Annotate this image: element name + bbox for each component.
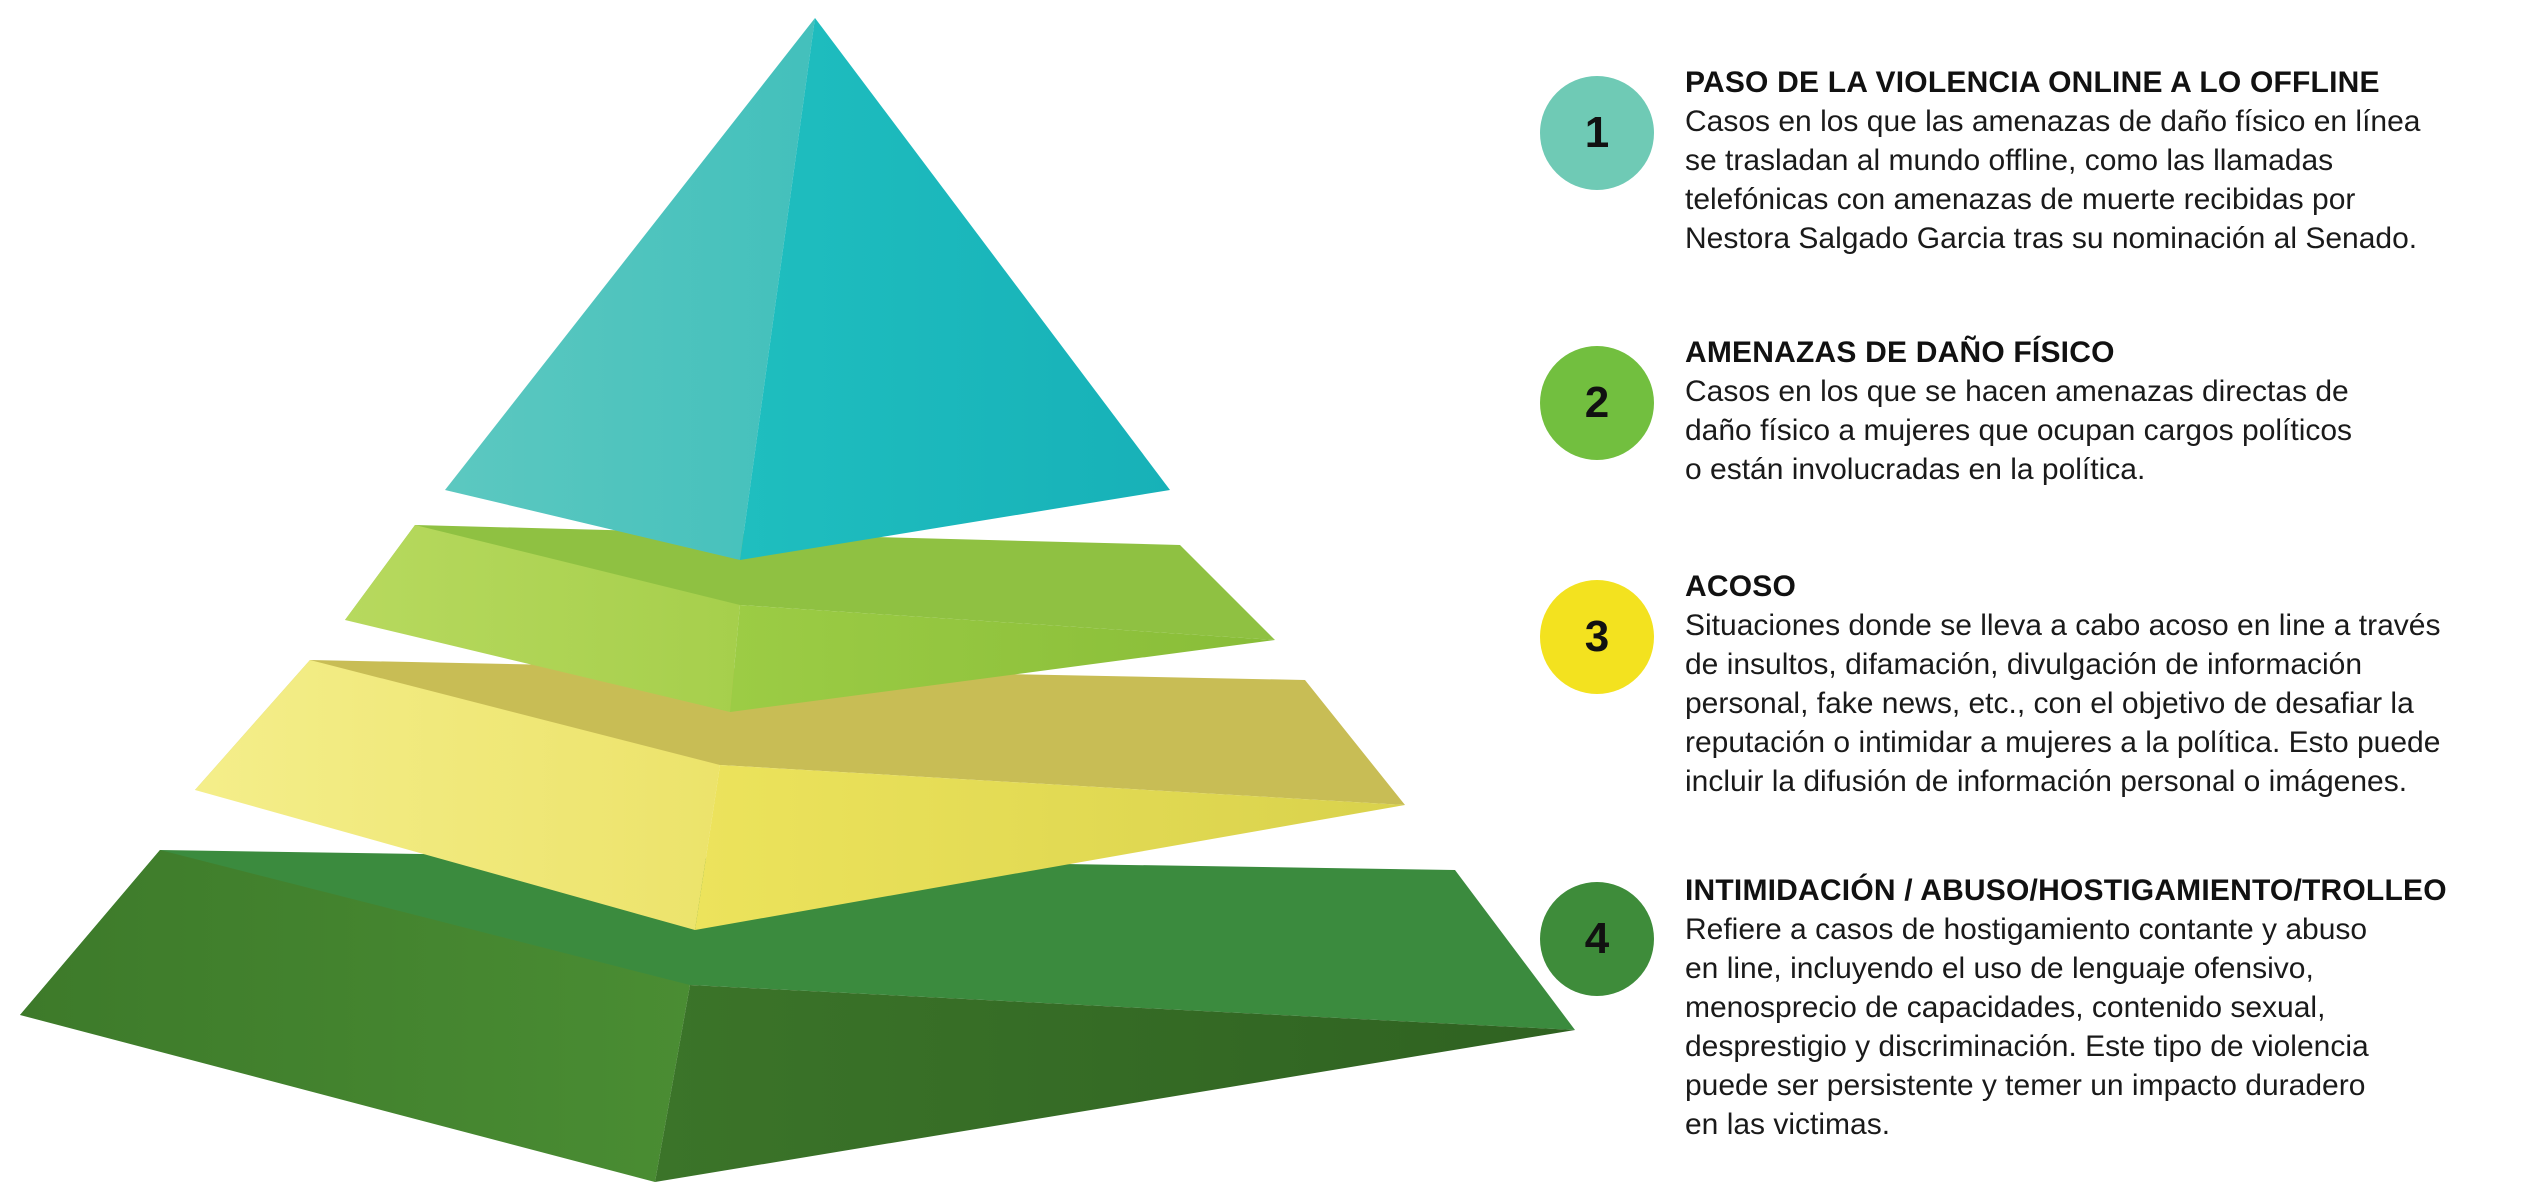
level-4-left-face bbox=[20, 850, 690, 1182]
level-1-line: Nestora Salgado Garcia tras su nominació… bbox=[1685, 222, 2418, 255]
pyramid-level-3 bbox=[195, 660, 1405, 930]
pyramid-level-4 bbox=[20, 850, 1575, 1182]
level-4-line: en las victimas. bbox=[1685, 1108, 1891, 1141]
level-1-line: se trasladan al mundo offline, como las … bbox=[1685, 144, 2334, 177]
level-2-title: AMENAZAS DE DAÑO FÍSICO bbox=[1685, 336, 2115, 369]
level-4-line: menosprecio de capacidades, contenido se… bbox=[1685, 991, 2326, 1024]
pyramid-level-1 bbox=[445, 18, 1170, 560]
level-2-item: 2 AMENAZAS DE DAÑO FÍSICO Casos en los q… bbox=[1540, 334, 2510, 489]
level-4-badge: 4 bbox=[1540, 882, 1654, 996]
level-1-right-face bbox=[740, 18, 1170, 560]
level-3-right-face bbox=[695, 765, 1405, 930]
level-2-number: 2 bbox=[1584, 378, 1610, 427]
level-3-line: reputación o intimidar a mujeres a la po… bbox=[1685, 726, 2441, 759]
level-2-line: daño físico a mujeres que ocupan cargos … bbox=[1685, 414, 2353, 447]
level-2-description: Casos en los que se hacen amenazas direc… bbox=[1685, 372, 2510, 489]
level-3-line: Situaciones donde se lleva a cabo acoso … bbox=[1685, 609, 2441, 642]
level-3-item: 3 ACOSO Situaciones donde se lleva a cab… bbox=[1540, 568, 2510, 801]
level-1-title: PASO DE LA VIOLENCIA ONLINE A LO OFFLINE bbox=[1685, 66, 2380, 99]
level-1-badge: 1 bbox=[1540, 76, 1654, 190]
level-3-line: personal, fake news, etc., con el objeti… bbox=[1685, 687, 2414, 720]
level-1-description: Casos en los que las amenazas de daño fí… bbox=[1685, 102, 2510, 258]
level-4-description: Refiere a casos de hostigamiento contant… bbox=[1685, 910, 2510, 1144]
level-4-line: puede ser persistente y temer un impacto… bbox=[1685, 1069, 2366, 1102]
pyramid-level-2 bbox=[345, 525, 1275, 712]
level-2-badge: 2 bbox=[1540, 346, 1654, 460]
level-1-left-face bbox=[445, 18, 815, 560]
level-3-badge: 3 bbox=[1540, 580, 1654, 694]
level-1-line: telefónicas con amenazas de muerte recib… bbox=[1685, 183, 2356, 216]
level-1-item: 1 PASO DE LA VIOLENCIA ONLINE A LO OFFLI… bbox=[1540, 64, 2510, 258]
level-3-title: ACOSO bbox=[1685, 570, 1797, 603]
level-4-number: 4 bbox=[1584, 914, 1610, 963]
level-4-right-face bbox=[655, 985, 1575, 1182]
level-2-left-face bbox=[345, 525, 740, 712]
pyramid-diagram bbox=[20, 18, 1575, 1182]
level-4-line: desprestigio y discriminación. Este tipo… bbox=[1685, 1030, 2369, 1063]
level-1-line: Casos en los que las amenazas de daño fí… bbox=[1685, 105, 2421, 138]
level-3-line: de insultos, difamación, divulgación de … bbox=[1685, 648, 2363, 681]
level-1-number: 1 bbox=[1584, 108, 1610, 157]
level-4-line: Refiere a casos de hostigamiento contant… bbox=[1685, 913, 2368, 946]
level-3-number: 3 bbox=[1584, 612, 1610, 661]
level-3-left-face bbox=[195, 660, 720, 930]
level-4-item: 4 INTIMIDACIÓN / ABUSO/HOSTIGAMIENTO/TRO… bbox=[1540, 872, 2510, 1144]
level-2-line: o están involucradas en la política. bbox=[1685, 453, 2146, 486]
level-4-title: INTIMIDACIÓN / ABUSO/HOSTIGAMIENTO/TROLL… bbox=[1685, 874, 2447, 907]
level-3-description: Situaciones donde se lleva a cabo acoso … bbox=[1685, 606, 2510, 801]
level-2-right-face bbox=[730, 605, 1275, 712]
level-3-line: incluir la difusión de información perso… bbox=[1685, 765, 2408, 798]
level-2-top-face bbox=[345, 525, 1275, 640]
level-2-line: Casos en los que se hacen amenazas direc… bbox=[1685, 375, 2349, 408]
level-4-line: en line, incluyendo el uso de lenguaje o… bbox=[1685, 952, 2314, 985]
